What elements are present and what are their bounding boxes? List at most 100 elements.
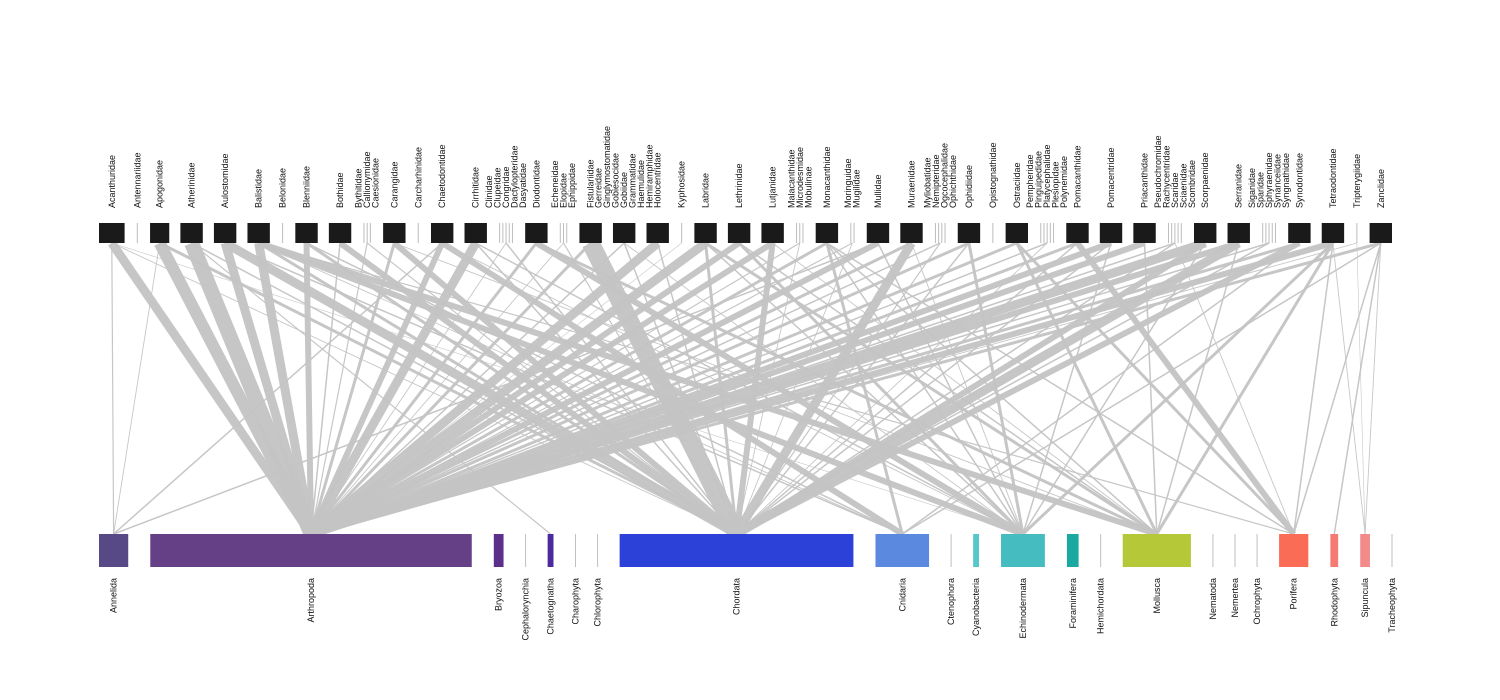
- top-node-label: Dasyatidae: [518, 163, 528, 208]
- top-node-label: Balistidae: [254, 169, 264, 208]
- top-node-label: Diodontidae: [531, 160, 541, 208]
- top-node-bar-priacanthidae: [1133, 223, 1156, 243]
- bottom-node-label: Cephalorynchia: [521, 578, 531, 641]
- top-node-label: Blenniidae: [302, 166, 312, 208]
- bottom-node-bar-chaetognatha: [547, 534, 554, 567]
- bottom-node-bar-annelida: [99, 534, 129, 567]
- bottom-node-bar-cnidaria: [875, 534, 930, 567]
- top-node-label: Echeneidae: [550, 160, 560, 208]
- bottom-node-label: Sipuncula: [1360, 578, 1370, 618]
- top-node-label: Mugilidae: [852, 169, 862, 208]
- top-node-label: Atherinidae: [187, 162, 197, 208]
- top-node-label: Grammatidae: [628, 153, 638, 208]
- interaction-link: [309, 240, 775, 537]
- interaction-link: [1015, 242, 1159, 535]
- top-node-label: Kyphosidae: [677, 161, 687, 208]
- top-node-label: Haemulidae: [636, 160, 646, 208]
- interaction-link: [309, 241, 592, 536]
- top-node-label: Apogonidae: [155, 160, 165, 208]
- top-node-bar-serranidae: [1227, 223, 1250, 243]
- top-node-label: Carangidae: [389, 161, 399, 208]
- bottom-node-label: Porifera: [1289, 578, 1299, 610]
- bottom-node-label: Echinodermata: [1018, 578, 1028, 639]
- top-node-label: Polynemidae: [1059, 156, 1069, 208]
- top-node-bar-apogonidae: [150, 223, 170, 243]
- top-node-label: Ogcocephalidae: [939, 143, 949, 208]
- top-node-bar-bothidae: [328, 223, 352, 243]
- bottom-node-label: Nematoda: [1208, 578, 1218, 620]
- bottom-node-label: Arthropoda: [306, 578, 316, 623]
- top-node-bar-atherinidae: [180, 223, 203, 243]
- interaction-link: [184, 240, 318, 537]
- bottom-node-label: Chordata: [732, 578, 742, 615]
- top-node-label: Gobiidae: [619, 172, 629, 208]
- bottom-node-label: Tracheophyta: [1387, 578, 1397, 633]
- interaction-link: [257, 240, 1025, 537]
- top-node-bar-muraenidae: [900, 223, 923, 243]
- top-node-label: Pseudochromidae: [1153, 135, 1163, 208]
- interaction-link: [1075, 241, 1297, 536]
- top-node-bar-zanclidae: [1369, 223, 1392, 243]
- bottom-node-label: Nemertea: [1230, 578, 1240, 618]
- bottom-node-label: Chaetognatha: [546, 578, 556, 635]
- interaction-link: [732, 240, 916, 537]
- interaction-link: [309, 240, 880, 537]
- top-node-label: Monacanthidae: [822, 146, 832, 208]
- top-node-label: Dactylopteridae: [510, 145, 520, 208]
- top-node-label: Serranidae: [1234, 164, 1244, 208]
- bottom-node-bar-porifera: [1279, 534, 1309, 567]
- top-node-label: Tetraodontidae: [1328, 148, 1338, 208]
- interaction-link: [307, 240, 480, 537]
- top-node-bar-fistulariidae: [579, 223, 602, 243]
- interaction-link: [310, 242, 368, 535]
- top-node-label: Holocentridae: [653, 152, 663, 208]
- interaction-link: [1022, 242, 1112, 535]
- interaction-link: [310, 242, 941, 535]
- top-node-label: Fistulariidae: [586, 159, 596, 208]
- top-node-label: Rachycentridae: [1161, 145, 1171, 208]
- top-node-bar-pomacanthidae: [1066, 223, 1089, 243]
- top-node-label: Hemiramphidae: [645, 144, 655, 208]
- bottom-node-bar-mollusca: [1122, 534, 1191, 567]
- top-node-label: Labridae: [701, 173, 711, 208]
- bottom-node-label: Mollusca: [1152, 578, 1162, 614]
- top-node-label: Bythitidae: [354, 168, 364, 208]
- top-node-label: Scombridae: [1187, 160, 1197, 208]
- interaction-link: [113, 242, 161, 535]
- top-node-label: Siganidae: [1247, 168, 1257, 208]
- top-node-bar-blenniidae: [295, 223, 318, 243]
- interaction-link: [108, 240, 315, 537]
- interaction-link: [1021, 241, 1334, 536]
- top-node-label: Pempheridae: [1025, 154, 1035, 208]
- interaction-link: [111, 242, 115, 535]
- top-node-label: Synanceiidae: [1273, 154, 1283, 208]
- top-node-bar-synodontidae: [1288, 223, 1311, 243]
- bottom-node-label: Bryozoa: [494, 578, 504, 611]
- top-node-bar-chaetodontidae: [430, 223, 454, 243]
- bottom-node-bar-cyanobacteria: [973, 534, 979, 567]
- top-node-label: Muraenidae: [906, 160, 916, 208]
- interaction-link: [1174, 242, 1295, 535]
- top-node-label: Gerreidae: [594, 168, 604, 208]
- top-node-bar-carangidae: [383, 223, 406, 243]
- interaction-link: [308, 239, 709, 538]
- top-node-label: Carcharhinidae: [413, 147, 423, 208]
- interaction-link: [1292, 242, 1334, 535]
- interaction-link: [735, 240, 1301, 537]
- interaction-link: [736, 242, 853, 535]
- top-node-label: Synodontidae: [1294, 153, 1304, 208]
- top-node-bar-lethrinidae: [727, 223, 751, 243]
- top-node-bar-gerreidae: [612, 223, 636, 243]
- bottom-node-label: Rhodophyta: [1329, 578, 1339, 627]
- top-node-label: Moringuidae: [843, 158, 853, 208]
- top-node-bar-mullidae: [866, 223, 890, 243]
- top-node-label: Congridae: [501, 166, 511, 208]
- interaction-link: [735, 242, 970, 535]
- top-node-bar-scorpaenidae: [1194, 223, 1217, 243]
- top-node-label: Plesiopidae: [1051, 161, 1061, 208]
- top-node-label: Ophichthidae: [948, 155, 958, 208]
- top-node-label: Myliobatidae: [922, 157, 932, 208]
- top-node-label: Malacanthidae: [786, 149, 796, 208]
